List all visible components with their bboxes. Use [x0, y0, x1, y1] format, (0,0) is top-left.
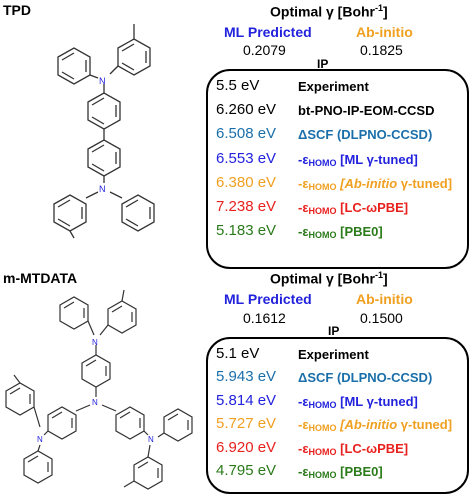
ip-method-label: -εHOMO [Ab-initio γ-tuned] [298, 417, 453, 434]
mtdata-ml-predicted-label: ML Predicted [224, 291, 312, 307]
ip-method-label: ΔSCF (DLPNO-CCSD) [298, 370, 433, 386]
tpd-ip-results-box: 5.5 eV Experiment 6.260 eV bt-PNO-IP-EOM-CC… [206, 69, 469, 269]
ip-energy-value: 6.508 eV [216, 125, 277, 143]
ip-result-row: 6.920 eV -εHOMO [LC-ωPBE] [208, 439, 467, 461]
tpd-biphenyl-ring-upper [87, 92, 121, 130]
ip-result-row: 4.795 eV -εHOMO [PBE0] [208, 462, 467, 484]
ip-result-row: 5.727 eV -εHOMO [Ab-initio γ-tuned] [208, 415, 467, 437]
ip-result-row: 5.5 eV Experiment [208, 77, 467, 99]
tpd-ab-gamma-value: 0.1825 [360, 42, 403, 58]
tpd-optimal-gamma-title: Optimal γ [Bohr-1] [270, 3, 388, 20]
ip-method-label: -εHOMO [ML γ-tuned] [298, 393, 418, 410]
ip-result-row: 5.943 eV ΔSCF (DLPNO-CCSD) [208, 368, 467, 390]
ip-energy-value: 5.183 eV [216, 222, 277, 240]
ip-energy-value: 6.380 eV [216, 173, 277, 191]
ip-result-row: 6.260 eV bt-PNO-IP-EOM-CCSD [208, 101, 467, 123]
ip-method-label: -εHOMO [PBE0] [298, 464, 383, 480]
ip-result-row: 5.1 eV Experiment [208, 345, 467, 367]
mtdata-optimal-gamma-title: Optimal γ [Bohr-1] [270, 270, 388, 287]
mtdata-ml-gamma-value: 0.1612 [243, 310, 286, 326]
ip-energy-value: 5.1 eV [216, 345, 260, 362]
mtdata-ip-label: IP [328, 324, 340, 338]
ip-energy-value: 5.727 eV [216, 415, 277, 433]
mtdata-structure-diagram: N N N N [5, 289, 193, 490]
ip-result-row: 6.380 eV -εHOMO [Ab-initio γ-tuned] [208, 174, 467, 196]
tpd-nitrogen-bottom: N [99, 184, 106, 194]
mtdata-ab-initio-label: Ab-initio [356, 291, 413, 307]
mtdata-nitrogen-right: N [148, 435, 154, 444]
tpd-ab-initio-label: Ab-initio [356, 24, 413, 40]
mtdata-molecule-name: m-MTDATA [3, 270, 78, 286]
ip-method-label: -εHOMO [LC-ωPBE] [298, 200, 409, 216]
ip-method-label: Experiment [298, 347, 369, 362]
ip-method-label: -εHOMO [ML γ-tuned] [298, 151, 418, 168]
tpd-molecule-name: TPD [3, 2, 31, 18]
ip-method-label: -εHOMO [Ab-initio γ-tuned] [298, 175, 453, 192]
tpd-structure-diagram: N N [53, 24, 155, 239]
ip-energy-value: 5.5 eV [216, 77, 260, 94]
mtdata-nitrogen-left: N [37, 435, 43, 444]
ip-method-label: bt-PNO-IP-EOM-CCSD [298, 103, 435, 119]
ip-energy-value: 4.795 eV [216, 462, 277, 479]
ip-energy-value: 6.553 eV [216, 149, 277, 167]
ip-method-label: -εHOMO [PBE0] [298, 224, 383, 241]
tpd-biphenyl-ring-lower [87, 139, 121, 177]
ip-method-label: Experiment [298, 79, 369, 94]
mtdata-ip-results-box: 5.1 eV Experiment 5.943 eV ΔSCF (DLPNO-CCSD… [206, 337, 469, 494]
tpd-tolyl-ring-bottom-left [53, 194, 87, 232]
ip-energy-value: 5.943 eV [216, 368, 277, 386]
tpd-nitrogen-top: N [99, 76, 106, 86]
ip-method-label: ΔSCF (DLPNO-CCSD) [298, 127, 433, 143]
ip-result-row: 5.814 eV -εHOMO [ML γ-tuned] [208, 392, 467, 414]
ip-energy-value: 6.920 eV [216, 438, 277, 456]
tpd-ip-label: IP [317, 57, 329, 71]
tpd-phenyl-ring-bottom-right [121, 194, 155, 232]
ip-result-row: 5.183 eV -εHOMO [PBE0] [208, 222, 467, 244]
ip-energy-value: 7.238 eV [216, 198, 277, 215]
ip-method-label: -εHOMO [LC-ωPBE] [298, 440, 409, 457]
tpd-ml-gamma-value: 0.2079 [243, 42, 286, 58]
ip-result-row: 6.553 eV -εHOMO [ML γ-tuned] [208, 150, 467, 172]
tpd-methyl-bond-bottom [69, 230, 75, 239]
ip-energy-value: 5.814 eV [216, 391, 277, 409]
ip-energy-value: 6.260 eV [216, 101, 277, 119]
mtdata-nitrogen-top: N [92, 338, 98, 347]
mtdata-nitrogen-center: N [92, 398, 98, 407]
tpd-ml-predicted-label: ML Predicted [224, 24, 312, 40]
mtdata-central-ring-top [81, 354, 111, 388]
mtdata-ab-gamma-value: 0.1500 [360, 310, 403, 326]
ip-result-row: 7.238 eV -εHOMO [LC-ωPBE] [208, 198, 467, 220]
ip-result-row: 6.508 eV ΔSCF (DLPNO-CCSD) [208, 125, 467, 147]
